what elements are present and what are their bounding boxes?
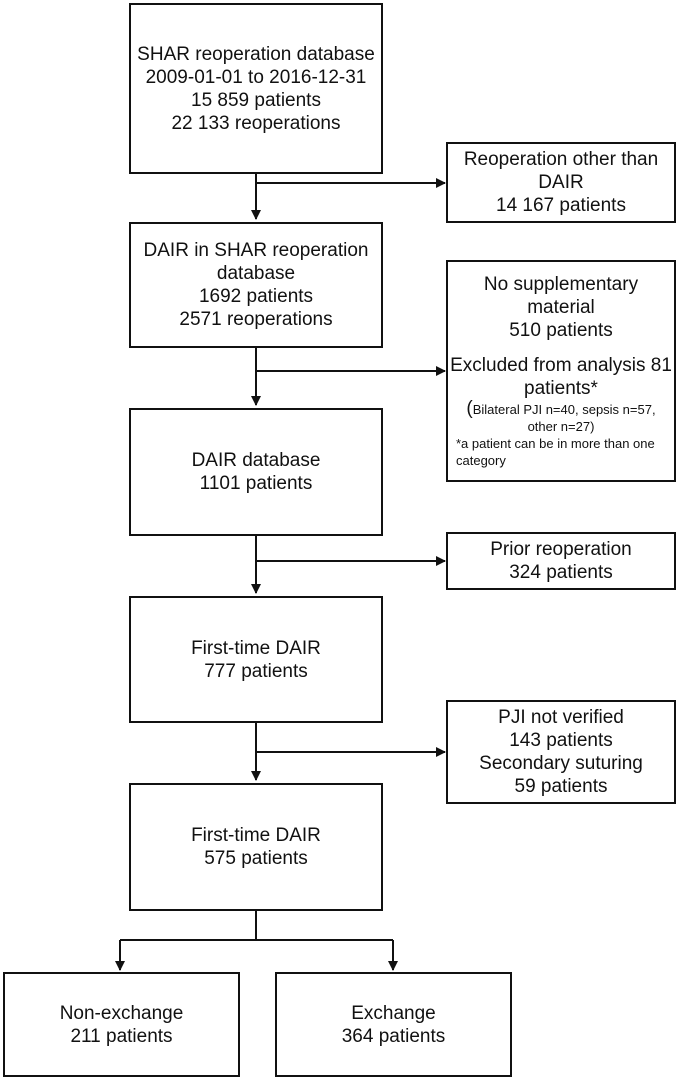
exchange-line-1: Exchange [351,1002,436,1024]
pji-line-4: 59 patients [514,776,608,797]
pji-line-2: 143 patients [509,730,613,751]
nosupp-line-2: material [527,297,595,318]
first575-line-1: First-time DAIR [191,825,321,846]
dair-shar-line-1: DAIR in SHAR reoperation [143,240,369,261]
excl-other-line-3: 14 167 patients [496,195,626,216]
dair-db-line-2: 1101 patients [199,473,313,494]
box-pji-not-verified: PJI not verified 143 patients Secondary … [446,700,676,804]
prior-line-1: Prior reoperation [490,539,632,560]
nosupp-line-1: No supplementary [483,274,639,295]
open-paren: ( [466,398,473,419]
box-first-time-dair-575: First-time DAIR 575 patients [129,783,383,911]
first575-line-2: 575 patients [204,848,308,869]
box-shar-reoperation-database: SHAR reoperation database 2009-01-01 to … [129,3,383,174]
excluded-line-1: Excluded from analysis 81 [450,355,672,376]
dair-shar-line-3: 1692 patients [198,286,314,307]
shar-line-2: 2009-01-01 to 2016-12-31 [145,66,367,88]
excl-other-line-2: DAIR [538,172,584,193]
first777-line-2: 777 patients [204,660,308,682]
exclusion-detail-line-1: (Bilateral PJI n=40, sepsis n=57, [466,398,656,419]
excluded-line-2: patients* [524,378,598,399]
box-exchange: Exchange 364 patients [275,972,512,1077]
nonexchange-line-1: Non-exchange [59,1002,184,1024]
nonexchange-line-2: 211 patients [70,1025,173,1047]
shar-line-3: 15 859 patients [191,89,321,111]
shar-line-1: SHAR reoperation database [137,43,375,65]
dair-db-line-1: DAIR database [191,450,321,471]
excl-other-line-1: Reoperation other than [463,149,659,170]
box-reoperation-other-than-dair: Reoperation other than DAIR 14 167 patie… [446,142,676,223]
box-non-exchange: Non-exchange 211 patients [3,972,240,1077]
footnote-line-2: category [456,453,506,468]
dair-shar-line-2: database [216,263,296,284]
box-dair-database: DAIR database 1101 patients [129,408,383,536]
pji-line-3: Secondary suturing [479,753,643,774]
pji-line-1: PJI not verified [498,707,624,728]
prior-line-2: 324 patients [509,562,613,583]
dair-shar-line-4: 2571 reoperations [179,309,333,330]
exchange-line-2: 364 patients [341,1025,446,1047]
box-first-time-dair-777: First-time DAIR 777 patients [129,596,383,723]
exclusion-detail-line-2: other n=27) [527,419,595,434]
footnote-line-1: *a patient can be in more than one [456,436,655,451]
shar-line-4: 22 133 reoperations [171,112,341,134]
box-no-supplementary-material: No supplementary material 510 patients E… [446,260,676,482]
box-prior-reoperation: Prior reoperation 324 patients [446,532,676,590]
nosupp-line-3: 510 patients [509,320,613,341]
detail-text-1: Bilateral PJI n=40, sepsis n=57, [472,402,656,417]
first777-line-1: First-time DAIR [191,637,321,659]
box-dair-in-shar: DAIR in SHAR reoperation database 1692 p… [129,222,383,348]
